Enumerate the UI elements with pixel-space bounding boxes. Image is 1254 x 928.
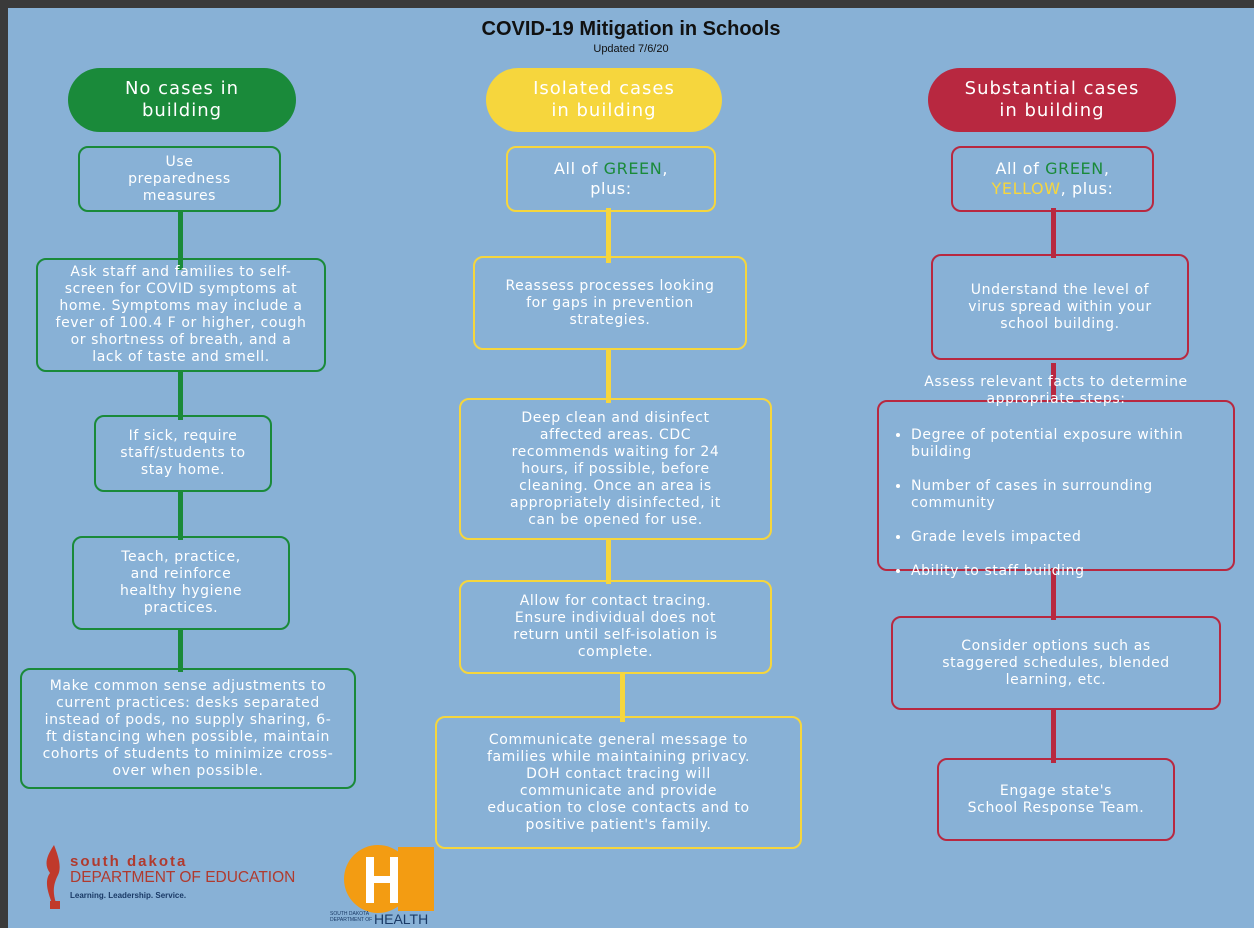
all-of-green-yellow-text: All of GREEN,YELLOW, plus:	[991, 159, 1114, 198]
connector	[1051, 708, 1056, 763]
window-top-border	[0, 0, 1254, 8]
step-communicate: Communicate general message to families …	[435, 716, 802, 849]
assess-list: Degree of potential exposure within buil…	[889, 410, 1223, 597]
connector	[606, 538, 611, 584]
step-adjustments: Make common sense adjustments to current…	[20, 668, 356, 789]
step-assess-facts: Assess relevant facts to determine appro…	[877, 374, 1235, 579]
window-left-border	[0, 0, 8, 928]
list-item: Number of cases in surrounding community	[911, 478, 1223, 512]
step-hygiene: Teach, practice, and reinforce healthy h…	[72, 536, 290, 630]
connector	[1051, 568, 1056, 620]
step-all-of-green-yellow: All of GREEN,YELLOW, plus:	[951, 146, 1154, 212]
list-item: Grade levels impacted	[911, 529, 1223, 546]
doh-small-text: SOUTH DAKOTA DEPARTMENT OF	[330, 911, 373, 923]
doh-big-text: HEALTH	[374, 911, 429, 927]
doe-tagline: Learning. Leadership. Service.	[70, 891, 187, 900]
connector	[620, 672, 625, 722]
sd-department-of-health-logo: SOUTH DAKOTA DEPARTMENT OF HEALTH	[330, 843, 440, 928]
connector	[1051, 208, 1056, 258]
step-preparedness: Use preparedness measures	[78, 146, 281, 212]
step-deep-clean: Deep clean and disinfect affected areas.…	[459, 398, 772, 540]
doe-line2: DEPARTMENT OF EDUCATION	[70, 869, 296, 886]
health-h-icon	[344, 845, 434, 913]
step-understand-spread: Understand the level of virus spread wit…	[931, 254, 1189, 360]
header-no-cases: No cases in building	[68, 68, 296, 132]
connector	[178, 372, 183, 420]
assess-heading: Assess relevant facts to determine appro…	[924, 374, 1188, 407]
poster: COVID-19 Mitigation in Schools Updated 7…	[8, 8, 1254, 928]
page-subtitle: Updated 7/6/20	[593, 43, 669, 55]
sd-department-of-education-logo: south dakota DEPARTMENT OF EDUCATION Lea…	[40, 843, 340, 913]
connector	[606, 208, 611, 263]
connector	[606, 348, 611, 403]
connector	[178, 628, 183, 672]
list-item: Degree of potential exposure within buil…	[911, 427, 1223, 461]
step-consider-options: Consider options such as staggered sched…	[891, 616, 1221, 710]
step-self-screen: Ask staff and families to self- screen f…	[36, 258, 326, 372]
header-substantial-cases: Substantial cases in building	[928, 68, 1176, 132]
page-title: COVID-19 Mitigation in Schools	[481, 18, 781, 40]
connector	[178, 490, 183, 540]
flame-icon	[46, 845, 60, 909]
step-contact-tracing: Allow for contact tracing. Ensure indivi…	[459, 580, 772, 674]
connector	[1051, 363, 1056, 401]
step-response-team: Engage state's School Response Team.	[937, 758, 1175, 841]
list-item: Ability to staff building	[911, 563, 1223, 580]
step-reassess: Reassess processes looking for gaps in p…	[473, 256, 747, 350]
doe-line1: south dakota	[70, 853, 188, 870]
step-sick-stay-home: If sick, require staff/students to stay …	[94, 415, 272, 492]
connector	[178, 210, 183, 270]
step-all-of-green: All of GREEN,plus:	[506, 146, 716, 212]
all-of-green-text: All of GREEN,plus:	[553, 159, 669, 198]
header-isolated-cases: Isolated cases in building	[486, 68, 722, 132]
